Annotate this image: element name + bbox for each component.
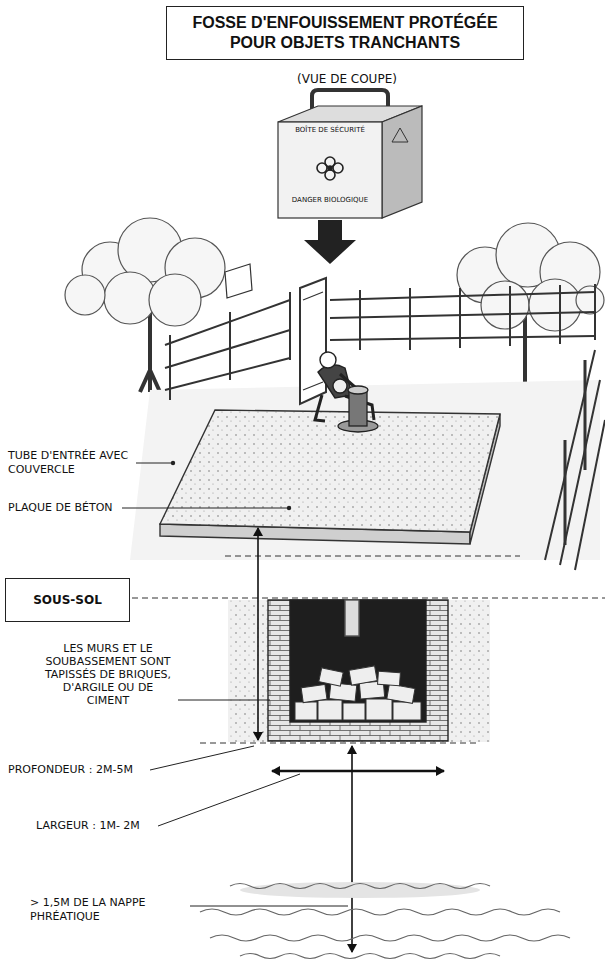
- burial-pit: [268, 600, 448, 741]
- ground: [130, 380, 600, 560]
- leader-line: [122, 463, 348, 906]
- biohazard-symbol: [317, 157, 343, 180]
- concrete-slab: [160, 410, 500, 544]
- box-label: DANGER BIOLOGIQUE: [280, 196, 380, 205]
- waste-boxes: [295, 666, 421, 720]
- dimension-label: LARGEUR : 1M- 2M: [36, 819, 158, 833]
- title-text: FOSSE D'ENFOUISSEMENT PROTÉGÉE POUR OBJE…: [175, 13, 515, 53]
- leader-dot: [171, 461, 291, 510]
- dimension-label: PROFONDEUR : 2M-5M: [8, 763, 148, 777]
- safety-box: [278, 90, 422, 218]
- box-label: BOÎTE DE SÉCURITÉ: [280, 126, 380, 135]
- region-box: SOUS-SOL: [5, 578, 130, 622]
- soil: [228, 600, 490, 742]
- down-arrow: [304, 220, 356, 264]
- box-text: SOUS-SOL: [33, 593, 102, 607]
- gate: [300, 278, 326, 404]
- reference-line: [132, 556, 605, 743]
- entry-tube: [338, 386, 378, 432]
- dimension-label: > 1,5M DE LA NAPPE PHRÉATIQUE: [30, 896, 188, 924]
- part-label: TUBE D'ENTRÉE AVEC COUVERCLE: [8, 449, 132, 477]
- warning-sign: [225, 264, 252, 298]
- title-box: FOSSE D'ENFOUISSEMENT PROTÉGÉE POUR OBJE…: [166, 6, 524, 60]
- note-label: LES MURS ET LE SOUBASSEMENT SONT TAPISSÉ…: [42, 642, 174, 707]
- view-caption: (VUE DE COUPE): [292, 72, 402, 87]
- tree: [65, 218, 225, 392]
- part-label: PLAQUE DE BÉTON: [8, 501, 120, 515]
- water-table: [200, 882, 570, 959]
